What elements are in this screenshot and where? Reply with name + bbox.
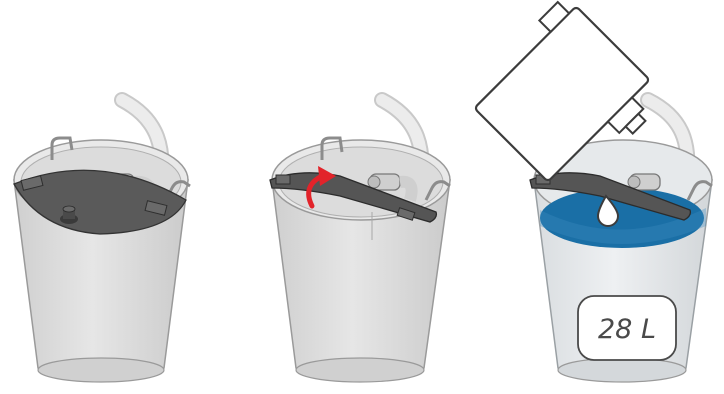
step-2-bucket-opening xyxy=(270,100,450,382)
step-3-bucket-filling: 28 L xyxy=(463,0,712,382)
volume-label: 28 L xyxy=(598,314,656,345)
step-1-bucket-closed xyxy=(14,100,190,382)
